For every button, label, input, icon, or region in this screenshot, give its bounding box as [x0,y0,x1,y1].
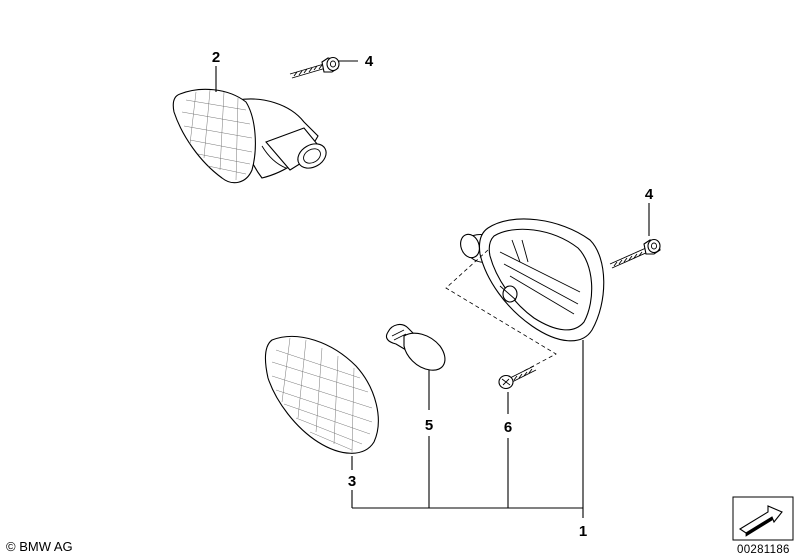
callout-6: 6 [504,419,512,436]
turn-indicator-assembly[interactable] [172,88,330,184]
lamp-housing[interactable] [445,218,605,373]
callout-1: 1 [579,523,587,540]
screw-top[interactable] [289,56,340,79]
lens[interactable] [264,336,379,454]
callout-4-top: 4 [365,53,374,70]
callout-4-right: 4 [645,186,654,203]
callout-2: 2 [212,49,220,66]
bulb[interactable] [385,323,446,371]
copyright-notice: © BMW AG [6,539,73,554]
arrow-box-icon [732,496,794,541]
leader-lines [215,60,650,518]
document-number: 00281186 [737,544,790,556]
callout-3: 3 [348,473,356,490]
screw-right[interactable] [609,238,661,269]
screw-small[interactable] [498,365,537,390]
callout-5: 5 [425,417,433,434]
